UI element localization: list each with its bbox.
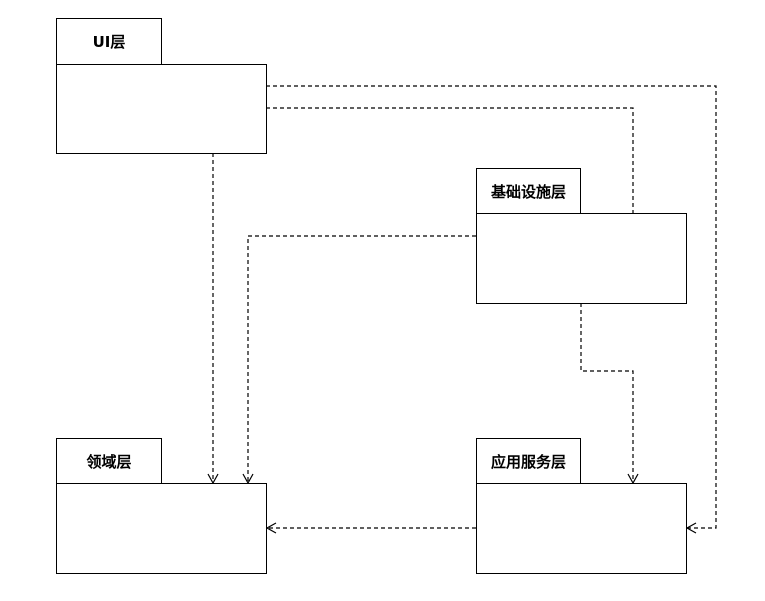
ui-to-infrastructure-line (266, 107, 634, 213)
package-domain-body (56, 483, 267, 574)
package-infrastructure-tab: 基础设施层 (476, 168, 581, 214)
package-domain-label: 领域层 (86, 452, 132, 471)
package-application-body (476, 483, 687, 574)
package-domain-tab: 领域层 (56, 438, 162, 484)
package-ui-body (56, 64, 267, 154)
package-infrastructure-label: 基础设施层 (490, 182, 566, 201)
package-infrastructure-body (476, 213, 687, 304)
package-application-tab: 应用服务层 (476, 438, 581, 484)
package-ui-label: UI层 (92, 33, 126, 51)
package-application-label: 应用服务层 (490, 452, 566, 471)
infrastructure-to-application-arrow (580, 303, 639, 485)
infrastructure-to-domain-arrow (242, 235, 476, 485)
ui-to-application-arrow (266, 85, 717, 534)
package-ui-tab: UI层 (56, 18, 162, 65)
